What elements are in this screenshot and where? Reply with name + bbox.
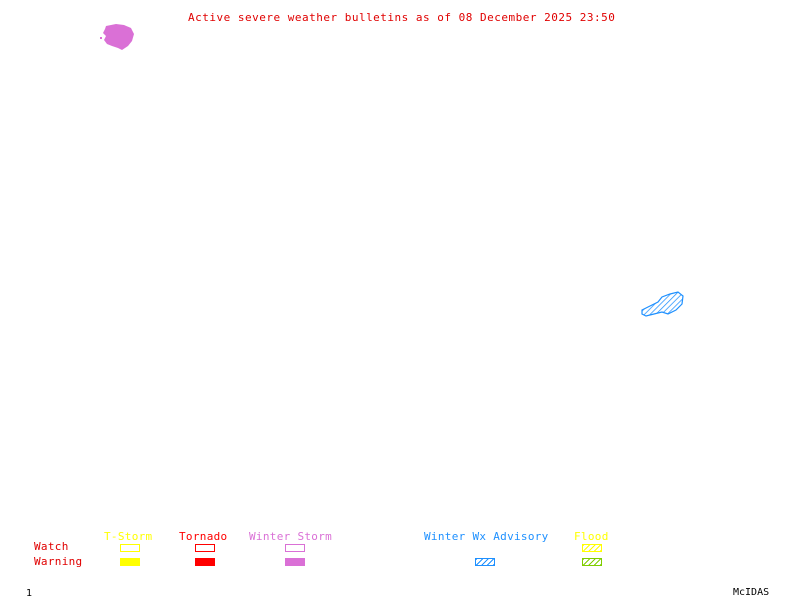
legend-tstorm-watch: [120, 544, 140, 552]
software-label: McIDAS: [733, 587, 770, 598]
winter-wx-advisory-area: [641, 291, 684, 317]
legend-label-tornado: Tornado: [179, 530, 228, 543]
legend-tornado-watch: [195, 544, 215, 552]
legend-tornado-warning: [195, 558, 215, 566]
legend-flood-watch: [582, 544, 602, 552]
frame-number: 1: [26, 588, 33, 599]
legend-row-watch: Watch: [34, 540, 69, 553]
bulletin-title: Active severe weather bulletins as of 08…: [188, 11, 616, 24]
legend-label-flood: Flood: [574, 530, 609, 543]
winter-storm-warning-area: [100, 24, 134, 50]
legend-row-warning: Warning: [34, 555, 83, 568]
legend-flood-warning: [582, 558, 602, 566]
legend-winter-storm-watch: [285, 544, 305, 552]
legend-label-tstorm: T-Storm: [104, 530, 153, 543]
legend-winter-wx-advisory-warning: [475, 558, 495, 566]
legend-tstorm-warning: [120, 558, 140, 566]
legend-winter-storm-warning: [285, 558, 305, 566]
legend-label-winter-wx-advisory: Winter Wx Advisory: [424, 530, 549, 543]
legend-label-winter-storm: Winter Storm: [249, 530, 333, 543]
